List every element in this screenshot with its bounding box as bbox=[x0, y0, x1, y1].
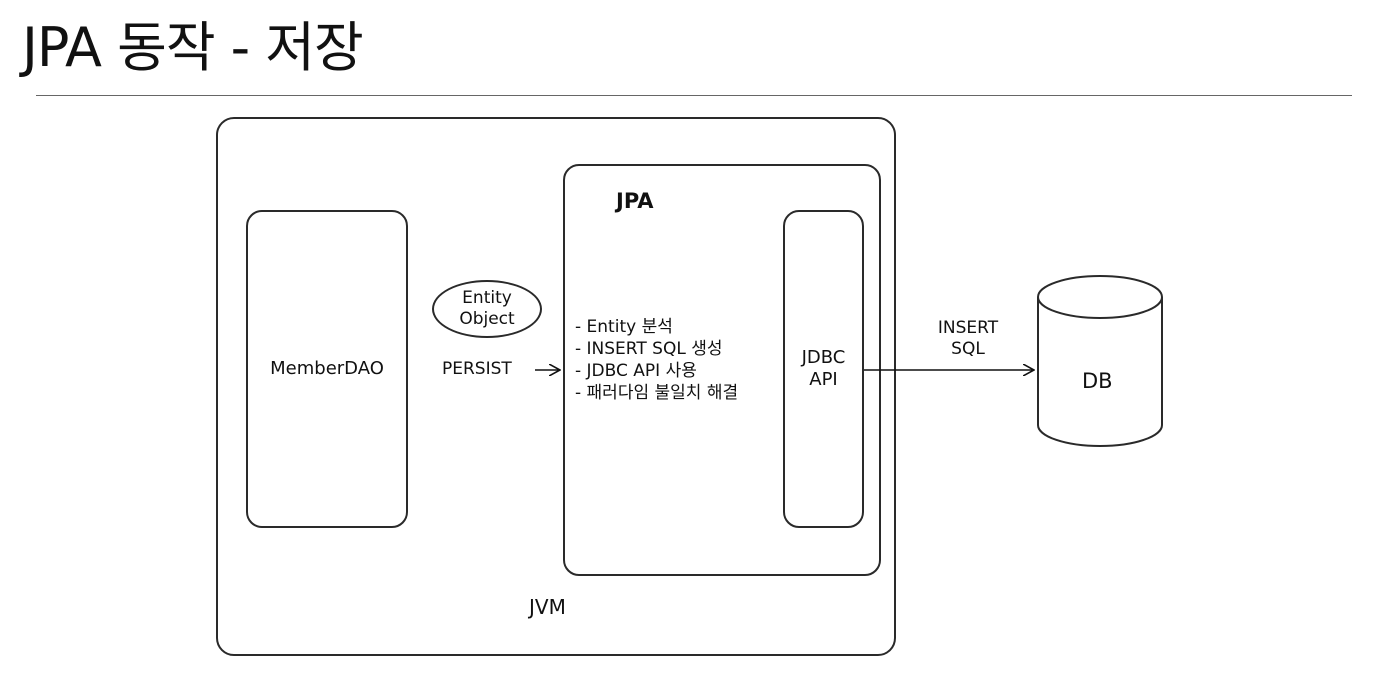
entity-object-label: Entity Object bbox=[459, 288, 515, 329]
title-divider bbox=[36, 95, 1352, 96]
jpa-feature-item: - 패러다임 불일치 해결 bbox=[575, 383, 739, 403]
jdbc-api-label: JDBC API bbox=[801, 347, 846, 390]
database-cylinder-icon bbox=[1037, 275, 1163, 447]
jpa-feature-item: - INSERT SQL 생성 bbox=[575, 339, 723, 359]
entity-object-ellipse: Entity Object bbox=[432, 280, 542, 338]
jpa-feature-item: - JDBC API 사용 bbox=[575, 361, 697, 381]
insert-sql-label: INSERT SQL bbox=[937, 318, 999, 359]
member-dao-label: MemberDAO bbox=[270, 358, 384, 379]
jpa-label: JPA bbox=[616, 189, 654, 213]
page-title: JPA 동작 - 저장 bbox=[22, 16, 364, 79]
jpa-feature-list: - Entity 분석 - INSERT SQL 생성 - JDBC API 사… bbox=[575, 316, 738, 404]
jdbc-api-box: JDBC API bbox=[783, 210, 864, 528]
jpa-feature-item: - Entity 분석 bbox=[575, 317, 673, 337]
member-dao-box: MemberDAO bbox=[246, 210, 408, 528]
jvm-label: JVM bbox=[529, 595, 566, 619]
db-label: DB bbox=[1082, 369, 1113, 393]
persist-label: PERSIST bbox=[442, 359, 512, 379]
